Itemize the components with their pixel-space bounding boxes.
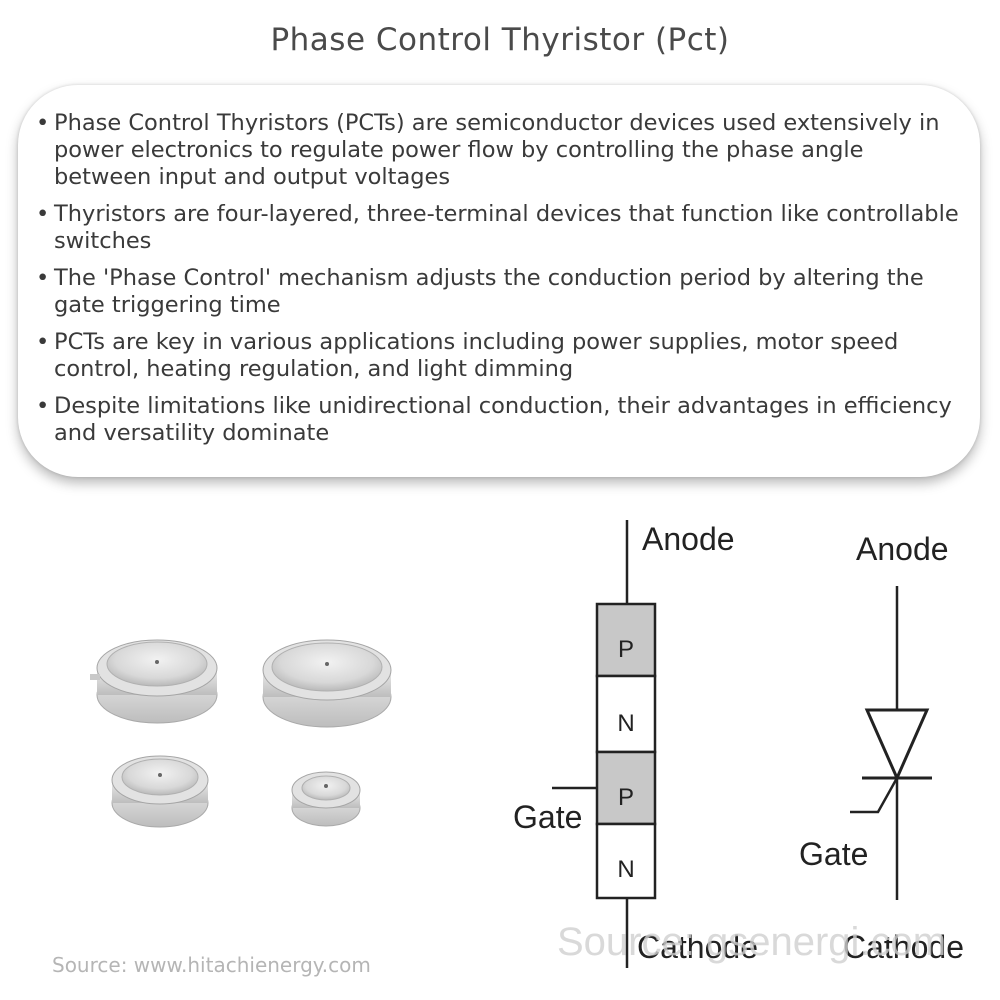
anode-label: Anode [856,531,949,567]
thyristor-device-small [291,771,361,827]
bullet-list: Phase Control Thyristors (PCTs) are semi… [36,110,966,457]
page-title: Phase Control Thyristor (Pct) [270,22,730,58]
source-caption: Source: www.hitachienergy.com [52,953,371,977]
layer-label: P [618,784,634,811]
layer-n1 [595,674,657,754]
source-watermark: Source: gsenergi.com [557,920,946,964]
layer-p2 [595,750,657,826]
layer-n2 [595,822,657,900]
bullet-item: Thyristors are four-layered, three-termi… [36,201,966,255]
bullet-item: PCTs are key in various applications inc… [36,329,966,383]
thyristor-device-large-2 [262,639,392,728]
bullet-item: Despite limitations like unidirectional … [36,393,966,447]
gate-label: Gate [799,836,868,872]
cathode-label: Cathode [637,929,758,965]
bullet-item: The 'Phase Control' mechanism adjusts th… [36,265,966,319]
gate-label: Gate [513,799,582,835]
thyristor-device-medium [111,755,209,828]
anode-label: Anode [642,521,735,557]
bullet-item: Phase Control Thyristors (PCTs) are semi… [36,110,966,191]
layer-label: N [617,710,634,737]
cathode-label: Cathode [843,929,964,965]
thyristor-symbol: Anode Gate Cathode [799,531,964,965]
layer-label: N [617,856,634,883]
pnpn-layer-diagram: P N P N Anode Gate Cathode [513,520,758,968]
layer-label: P [618,636,634,663]
thyristor-device-large-1 [90,639,218,724]
